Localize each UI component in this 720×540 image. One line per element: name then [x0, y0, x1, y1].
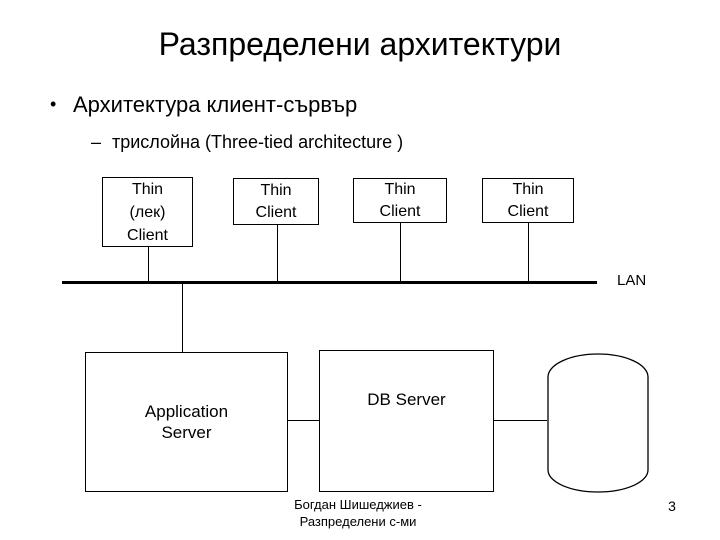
footer-credit: Богдан Шишеджиев - Разпределени с-ми: [238, 496, 478, 530]
connector-client4-lan: [528, 223, 529, 282]
thin-client-box-2-line: Client: [255, 203, 297, 221]
sub-bullet-marker: –: [91, 132, 102, 152]
bullet-text: Архитектура клиент-сървър: [73, 92, 358, 117]
lan-label: LAN: [617, 272, 647, 289]
footer-credit-line1: Богдан Шишеджиев -: [294, 497, 422, 512]
database-cylinder-icon: [547, 353, 649, 493]
thin-client-box-3-line: Client: [379, 202, 421, 220]
thin-client-box-2: Thin Client: [233, 178, 319, 225]
thin-client-box-1-line: (лек): [129, 203, 166, 221]
thin-client-box-3: Thin Client: [353, 178, 447, 223]
page-number: 3: [668, 498, 676, 514]
connector-client2-lan: [277, 225, 278, 282]
connector-client3-lan: [400, 223, 401, 282]
lan-bus-line: [62, 281, 597, 284]
db-server-box: DB Server: [319, 350, 494, 492]
thin-client-box-4-line: Thin: [512, 180, 544, 198]
db-server-label: DB Server: [367, 390, 446, 409]
slide-title: Разпределени архитектури: [158, 26, 562, 62]
bullet-item: • Архитектура клиент-сървър: [50, 91, 357, 118]
thin-client-box-4: Thin Client: [482, 178, 574, 223]
connector-client1-lan: [148, 247, 149, 282]
bullet-marker: •: [50, 94, 57, 114]
thin-client-box-3-line: Thin: [384, 180, 416, 198]
thin-client-box-1-line: Thin: [131, 180, 164, 198]
sub-bullet-item: –трислойна (Three-tied architecture ): [91, 131, 403, 154]
application-server-box: Application Server: [85, 352, 288, 492]
thin-client-box-4-line: Client: [507, 202, 549, 220]
sub-bullet-text: трислойна (Three-tied architecture ): [112, 132, 404, 152]
thin-client-box-1-line: Client: [127, 226, 168, 244]
connector-appserver-dbserver: [288, 420, 319, 421]
connector-lan-appserver: [182, 284, 183, 352]
connector-dbserver-database: [494, 420, 547, 421]
thin-client-box-1: Thin (лек) Client: [102, 177, 193, 247]
footer-credit-line2: Разпределени с-ми: [299, 514, 417, 529]
thin-client-box-2-line: Thin: [260, 181, 292, 199]
application-server-label-line: Application: [144, 402, 229, 421]
application-server-label-line: Server: [161, 423, 212, 442]
